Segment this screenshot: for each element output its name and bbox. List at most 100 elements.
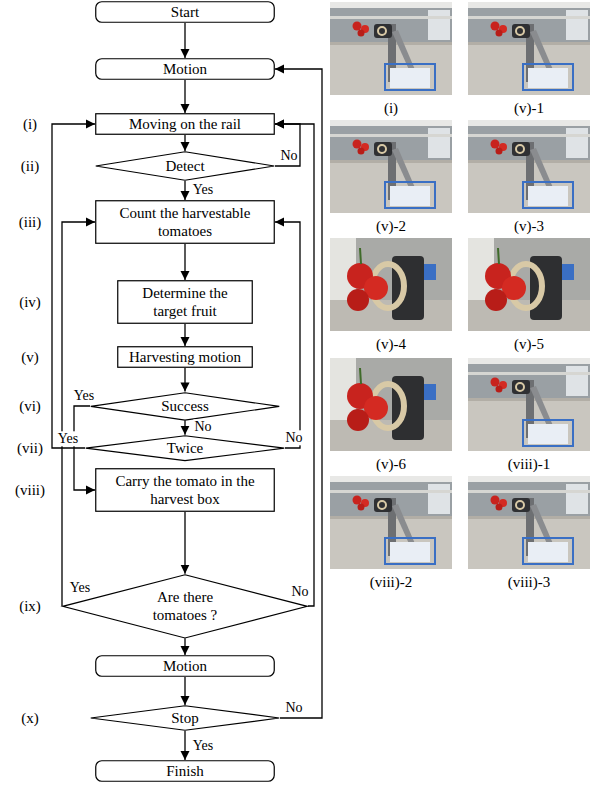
flow-arrow [52,124,95,448]
node-text: Moving on the rail [129,115,241,133]
step-number: (x) [21,709,39,727]
node-text: Are there tomatoes ? [140,588,230,624]
step-number: (viii) [15,481,45,499]
diamond-shape [63,574,308,637]
process-box: Carry the tomato in the harvest box [95,468,275,512]
photo-caption: (viii)-3 [508,573,551,591]
process-box: Motion [95,58,275,80]
terminal-box: Finish [95,760,275,782]
node-text: Start [171,3,199,21]
photo-panel [330,120,452,213]
step-number: (vii) [17,439,43,457]
process-box: Harvesting motion [117,346,253,368]
node-text: Stop [171,709,199,727]
decision-diamond: Twice [85,435,285,461]
diamond-shape [91,706,280,731]
edge-label: Yes [192,738,214,753]
photo-caption: (viii)-1 [508,455,551,473]
photo-panel [468,358,590,451]
box-shape [96,656,275,677]
flow-arrow [184,638,185,655]
photo-panel [330,238,452,331]
flow-arrow [184,135,185,151]
photo-caption: (viii)-2 [370,573,413,591]
process-box: Count the harvestable tomatoes [95,200,275,244]
photo-panel [468,238,590,331]
flow-arrow [184,731,185,760]
step-number: (ix) [19,597,41,615]
flow-arrow [184,368,185,392]
photo-panel [468,476,590,569]
node-text: Success [161,397,209,415]
diamond-shape [96,152,275,181]
photo-caption: (v)-4 [376,335,406,353]
box-shape [96,2,275,23]
photo-caption: (v)-2 [376,217,406,235]
box-shape [118,347,253,368]
box-shape [118,281,253,324]
diamond-shape [86,436,285,461]
photo-panel [330,358,452,451]
photo-panel [330,2,452,95]
node-text: Detect [165,157,204,175]
photo-caption: (v)-6 [376,455,406,473]
photo-caption: (v)-1 [514,99,544,117]
flow-arrow [275,222,300,448]
step-number: (v) [21,348,39,366]
flow-arrow [184,420,185,434]
edge-label: No [284,430,303,445]
step-number: (vi) [19,397,41,415]
flow-arrow [184,80,185,113]
photo-caption: (i) [384,99,398,117]
step-number: (iii) [19,213,42,231]
box-shape [96,761,275,782]
node-text: Harvesting motion [129,348,241,366]
process-box: Determine the target fruit [117,280,253,324]
node-text: Count the harvestable tomatoes [105,204,265,240]
process-box: Motion [95,655,275,677]
terminal-box: Start [95,1,275,23]
edge-label: No [193,419,212,434]
decision-diamond: Stop [90,705,280,731]
box-shape [96,59,275,80]
decision-diamond: Are there tomatoes ? [62,574,308,639]
box-shape [96,114,275,135]
diamond-shape [91,392,280,419]
flow-arrow [184,324,185,346]
node-text: Motion [163,60,207,78]
photo-panel [468,2,590,95]
edge-label: Yes [69,580,91,595]
step-number: (ii) [21,157,39,175]
edge-label: No [290,584,309,599]
node-text: Carry the tomato in the harvest box [115,472,255,508]
flow-arrow [275,124,314,606]
process-box: Moving on the rail [95,113,275,135]
flow-arrow [184,181,185,200]
node-text: Determine the target fruit [130,284,240,320]
diamond-outline [62,574,308,639]
edge-label: Yes [57,431,79,446]
box-shape [96,201,275,244]
decision-diamond: Success [90,392,280,421]
step-number: (iv) [19,293,41,311]
photo-caption: (v)-3 [514,217,544,235]
node-text: Twice [167,439,203,457]
photo-panel [468,120,590,213]
node-text: Finish [166,762,204,780]
box-shape [96,469,275,512]
flow-arrow [184,677,185,705]
node-text: Motion [163,657,207,675]
flow-arrow [184,23,185,58]
edge-label: No [279,148,298,163]
decision-diamond: Detect [95,151,275,181]
flow-arrow [62,222,95,606]
flow-arrow [275,124,300,166]
edge-label: Yes [192,182,214,197]
photo-panel [330,476,452,569]
edge-label: No [284,700,303,715]
edge-label: Yes [73,388,95,403]
flow-arrow [184,512,185,574]
flow-arrow [275,69,322,718]
photo-caption: (v)-5 [514,335,544,353]
flow-arrow [184,244,185,280]
